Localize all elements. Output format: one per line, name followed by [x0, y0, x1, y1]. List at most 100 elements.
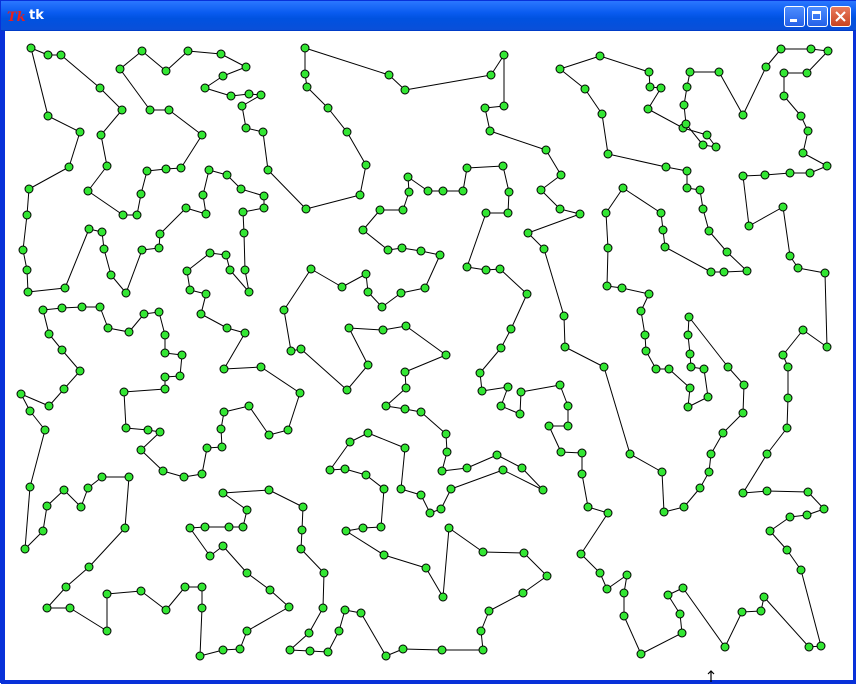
- city-node: [476, 626, 486, 636]
- city-node: [22, 265, 32, 275]
- city-node: [798, 325, 808, 335]
- city-node: [160, 384, 170, 394]
- city-node: [438, 592, 448, 602]
- city-node: [619, 588, 629, 598]
- city-node: [185, 285, 195, 295]
- city-node: [26, 43, 36, 53]
- city-node: [682, 166, 692, 176]
- tour-edge: [367, 432, 406, 449]
- tour-edge: [599, 55, 650, 73]
- tour-canvas[interactable]: [5, 31, 853, 680]
- tour-edge: [119, 68, 151, 111]
- city-node: [686, 362, 696, 372]
- city-node: [379, 484, 389, 494]
- tour-edge: [28, 166, 70, 190]
- city-node: [423, 186, 433, 196]
- tour-edge: [581, 473, 589, 508]
- city-node: [296, 544, 306, 554]
- tour-edge: [87, 165, 108, 192]
- city-node: [444, 523, 454, 533]
- city-node: [175, 371, 185, 381]
- tour-edge: [268, 489, 304, 508]
- maximize-button[interactable]: [807, 6, 828, 27]
- tour-edge: [180, 134, 203, 169]
- city-node: [398, 644, 408, 654]
- city-node: [295, 388, 305, 398]
- tour-edge: [243, 232, 246, 271]
- city-node: [656, 83, 666, 93]
- city-node: [121, 288, 131, 298]
- city-node: [60, 283, 70, 293]
- city-node: [201, 289, 211, 299]
- city-node: [435, 250, 445, 260]
- city-node: [83, 483, 93, 493]
- tour-edge: [726, 251, 748, 272]
- city-node: [475, 368, 485, 378]
- tour-graph: [16, 43, 833, 661]
- tour-edge: [629, 453, 663, 473]
- tour-edge: [606, 247, 609, 287]
- city-node: [20, 544, 30, 554]
- tour-edge: [722, 412, 744, 434]
- city-node: [678, 583, 688, 593]
- city-node: [197, 469, 207, 479]
- city-node: [819, 504, 829, 514]
- tour-edge: [603, 366, 631, 455]
- title-bar[interactable]: Tk tk: [1, 1, 856, 31]
- tour-edge: [287, 392, 301, 431]
- city-node: [18, 245, 28, 255]
- city-node: [714, 67, 724, 77]
- tour-edge: [564, 346, 605, 368]
- tour-edge: [283, 268, 312, 311]
- tour-edge: [605, 187, 624, 214]
- tour-edge: [688, 316, 729, 368]
- city-node: [218, 488, 228, 498]
- city-node: [200, 83, 210, 93]
- city-node: [478, 645, 488, 655]
- city-node: [400, 443, 410, 453]
- tour-edge: [124, 476, 130, 529]
- city-node: [244, 89, 254, 99]
- city-node: [381, 401, 391, 411]
- city-node: [398, 205, 408, 215]
- city-node: [137, 245, 147, 255]
- tour-edge: [559, 55, 601, 70]
- city-node: [95, 302, 105, 312]
- city-node: [706, 449, 716, 459]
- tour-edge: [306, 86, 329, 109]
- city-node: [361, 269, 371, 279]
- city-node: [340, 464, 350, 474]
- city-node: [205, 551, 215, 561]
- city-node: [486, 70, 496, 80]
- minimize-button[interactable]: [784, 6, 805, 27]
- city-node: [575, 209, 585, 219]
- city-node: [720, 642, 730, 652]
- city-node: [397, 243, 407, 253]
- tour-edge: [87, 190, 124, 216]
- tour-edge: [420, 411, 447, 435]
- tour-edge: [496, 454, 523, 469]
- tour-edge: [742, 66, 767, 116]
- city-node: [103, 323, 113, 333]
- city-node: [481, 265, 491, 275]
- city-node: [711, 142, 721, 152]
- tour-edge: [682, 587, 726, 648]
- city-node: [304, 628, 314, 638]
- city-node: [264, 430, 274, 440]
- city-node: [685, 67, 695, 77]
- city-node: [200, 522, 210, 532]
- tour-edge: [425, 567, 444, 598]
- tour-edge: [502, 469, 544, 491]
- city-node: [516, 387, 526, 397]
- city-node: [416, 490, 426, 500]
- city-node: [378, 325, 388, 335]
- tour-edge: [308, 607, 324, 634]
- city-node: [38, 526, 48, 536]
- city-node: [306, 264, 316, 274]
- tour-edge: [360, 612, 387, 657]
- city-node: [120, 523, 130, 533]
- city-node: [222, 323, 232, 333]
- close-button[interactable]: [830, 6, 851, 27]
- city-node: [823, 46, 833, 56]
- city-node: [345, 437, 355, 447]
